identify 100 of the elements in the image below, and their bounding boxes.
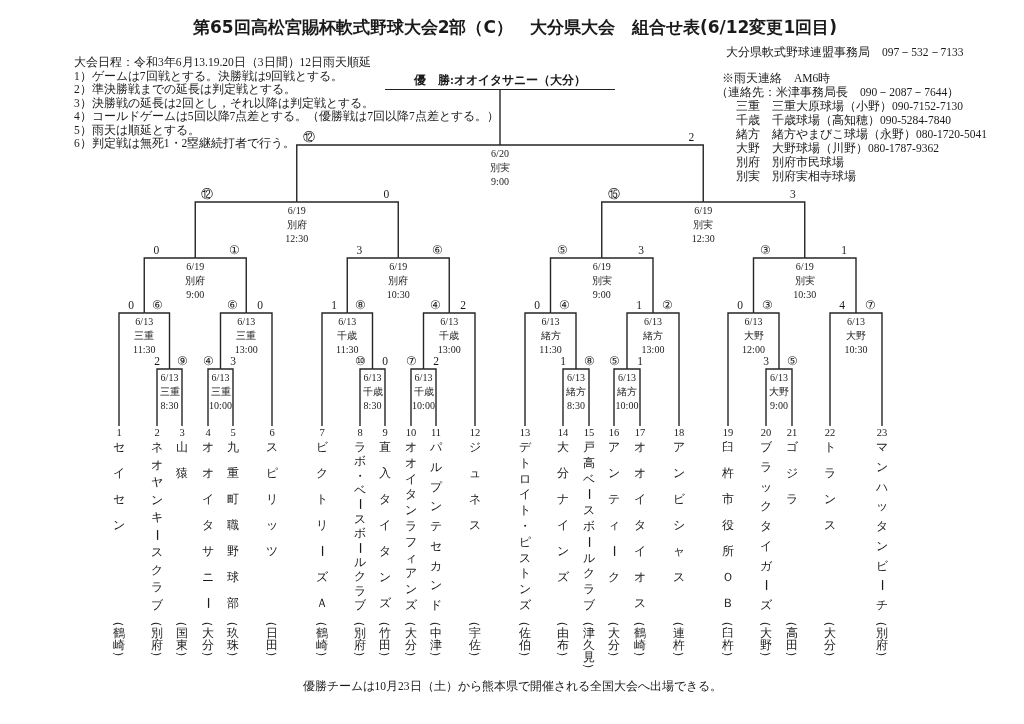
champion-label: 優 勝:オオイタサニー（大分） (385, 72, 615, 90)
score-label: ⑤ (556, 244, 569, 257)
bracket-line (727, 312, 755, 427)
score-label: ⑫ (301, 131, 316, 144)
note-text: 大分県軟式野球連盟事務局 097－532－7133 (726, 46, 964, 60)
team-region: （玖珠） (227, 615, 239, 663)
team-number: 8 (357, 427, 363, 439)
team-number: 21 (786, 427, 798, 439)
bracket-line (346, 257, 399, 314)
bracket-line (626, 312, 654, 370)
team-number: 10 (405, 427, 417, 439)
bracket-line (296, 201, 399, 259)
team-number: 2 (154, 427, 160, 439)
team-name: パルプンテセカンド (430, 441, 442, 611)
match-info: 6/13 大野 12:00 (742, 313, 765, 357)
team-region: （津久見） (583, 615, 595, 675)
team-number: 18 (673, 427, 685, 439)
match-info: 6/19 別府 10:30 (386, 258, 410, 302)
team-number: 20 (760, 427, 772, 439)
team-number: 17 (634, 427, 646, 439)
team-region: （鶴崎） (316, 615, 328, 663)
team-name: ネオヤンキースクラブ (151, 441, 163, 611)
note-text: 6）判定戦は無死1・2塁継続打者で行う。 (74, 137, 296, 151)
match-info: 6/13 三重 13:00 (234, 313, 258, 357)
match-info: 6/13 千歳 10:00 (412, 369, 435, 413)
caption-text: 優勝チームは10月23日（土）から熊本県で開催される全国大会へ出場できる。 (302, 680, 722, 694)
bracket-line (752, 312, 780, 370)
note-text: 4）コールドゲームは5回以降7点差とする。（優勝戦は7回以降7点差とする。） (74, 110, 499, 124)
team-name: オオイタンラフィアンズ (405, 441, 417, 611)
bracket-line (156, 368, 171, 427)
bracket-line (410, 368, 425, 427)
score-label: 1 (559, 355, 567, 368)
bracket-line (575, 368, 590, 427)
team-name: 大分ナインズ (557, 441, 569, 583)
bracket-line (422, 368, 437, 427)
score-label: ④ (201, 355, 215, 368)
score-label: 3 (355, 244, 364, 257)
team-name: 臼杵市役所ＯＢ (722, 441, 734, 609)
bracket-line (549, 312, 577, 370)
team-name: ラボ・ベースボールクラブ (354, 441, 366, 611)
score-label: ⑦ (863, 299, 877, 312)
team-name: 九重町職野球部 (227, 441, 239, 609)
team-number: 12 (469, 427, 481, 439)
bracket-line (549, 257, 603, 314)
team-name: 直入タイタンズ (379, 441, 391, 609)
score-label: 3 (762, 355, 770, 368)
score-label: ⑩ (353, 355, 367, 368)
score-label: ④ (429, 299, 442, 312)
score-label: ⑥ (430, 244, 444, 257)
match-info: 6/19 別実 10:30 (793, 258, 817, 302)
team-name: マンハッタンビーチ (876, 441, 888, 611)
team-name: オオイタサニー (202, 441, 214, 609)
team-region: （大分） (405, 615, 417, 663)
note-text: 5）雨天は順延とする。 (74, 123, 200, 137)
bracket-line (168, 368, 183, 427)
team-name: アンビシャス (673, 441, 685, 583)
match-info: 6/13 三重 10:00 (209, 369, 232, 413)
bracket-line (626, 368, 641, 427)
team-region: （佐伯） (519, 615, 531, 663)
team-name: 戸高ベースボールクラブ (583, 441, 595, 611)
bracket-line (245, 312, 273, 427)
score-label: 0 (382, 188, 391, 201)
note-text: 三重 三重大原球場（小野）090-7152-7130 (736, 100, 963, 114)
note-text: （連絡先：米津事務局長 090－2087－7644） (716, 86, 960, 100)
bracket-line (397, 257, 450, 314)
score-label: 1 (635, 299, 643, 312)
score-label: ⑧ (354, 299, 367, 312)
score-label: ① (227, 244, 241, 257)
score-label: 1 (840, 244, 848, 257)
bracket-line (601, 257, 654, 314)
team-region: （大分） (608, 615, 620, 663)
team-name: デトロイト・ピストンズ (519, 441, 531, 611)
score-label: ③ (760, 299, 774, 312)
match-info: 6/13 大野 9:00 (769, 369, 789, 413)
team-name: ジュネス (469, 441, 481, 531)
note-text: 大会日程：令和3年6月13.19.20日（3日間）12日雨天順延 (74, 56, 371, 70)
bracket-line (613, 368, 628, 427)
score-label: ⑨ (175, 355, 189, 368)
bracket-line (752, 257, 806, 314)
team-region: （由布） (557, 615, 569, 663)
team-number: 19 (722, 427, 734, 439)
score-label: ⑫ (200, 188, 215, 201)
note-text: 千歳 千歳球場（高知穂）090-5284-7840 (736, 114, 951, 128)
score-label: ⑥ (151, 299, 164, 312)
match-info: 6/13 大野 10:30 (844, 313, 868, 357)
team-name: 山猿 (176, 441, 188, 479)
score-label: 3 (229, 355, 237, 368)
bracket-line (346, 312, 374, 370)
bracket-line (829, 312, 857, 427)
score-label: ⑮ (606, 188, 621, 201)
team-name: セイセン (113, 441, 125, 531)
score-label: 0 (533, 299, 541, 312)
bracket-line (321, 312, 348, 427)
match-info: 6/13 千歳 13:00 (437, 313, 461, 357)
team-number: 16 (608, 427, 620, 439)
score-label: ⑤ (607, 355, 621, 368)
team-number: 1 (116, 427, 122, 439)
score-label: ③ (759, 244, 772, 257)
team-number: 14 (557, 427, 569, 439)
team-region: （国東） (176, 615, 188, 663)
